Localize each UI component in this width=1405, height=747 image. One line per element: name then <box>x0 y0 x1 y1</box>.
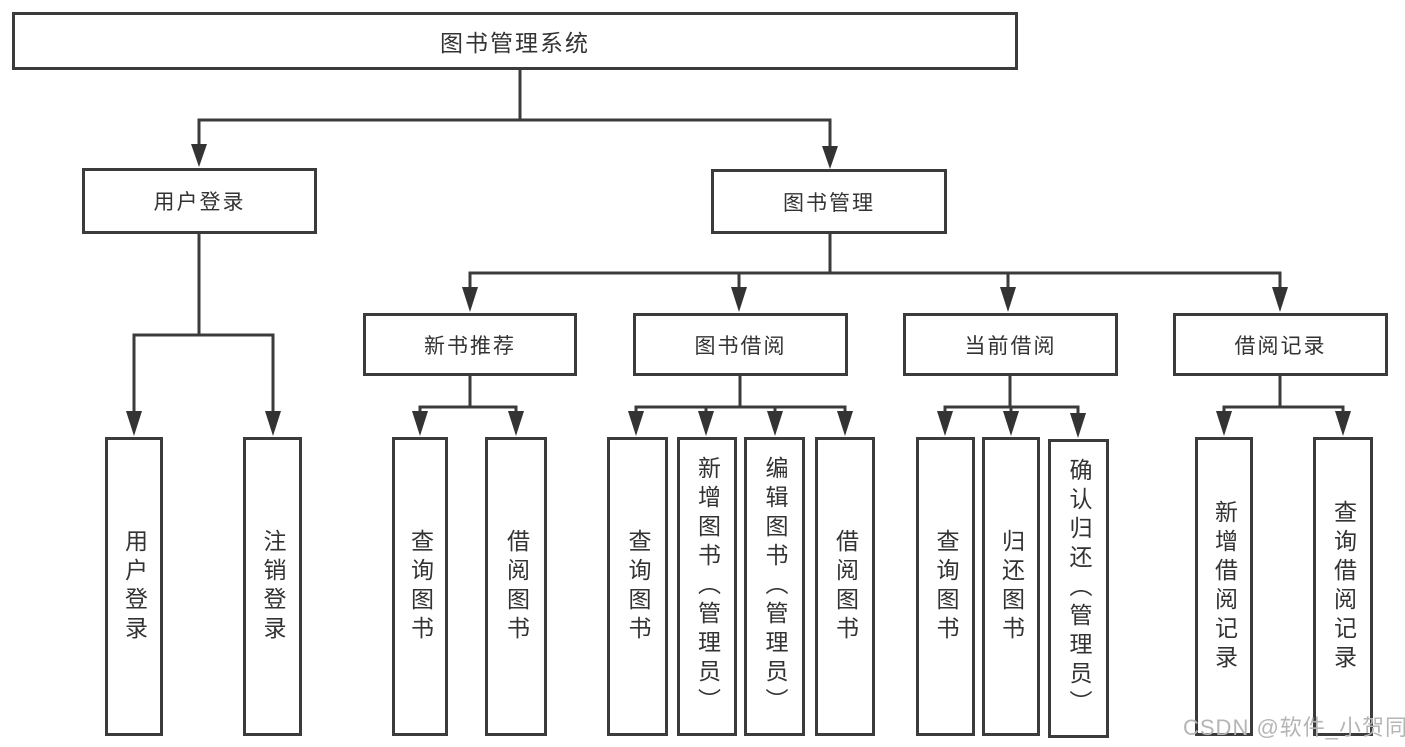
leaf-add-borrow-record: 新增借阅记录 <box>1195 437 1253 736</box>
arrowhead-leaf-borrow-book <box>837 411 853 436</box>
node-book-management: 图书管理 <box>711 169 947 234</box>
arrowhead-leaf-logout <box>265 411 281 436</box>
arrowhead-leaf-add-record <box>1216 411 1232 436</box>
arrowhead-user-login <box>191 144 207 167</box>
leaf-query-book-recommend: 查询图书 <box>392 437 448 736</box>
node-borrow-records-label: 借阅记录 <box>1234 334 1327 358</box>
connector-stems-level3 <box>468 273 1282 288</box>
node-new-book-recommend-label: 新书推荐 <box>424 334 516 358</box>
arrowhead-book-management <box>822 146 838 169</box>
connector-borrow-branch <box>634 376 847 409</box>
arrowhead-leaf-borrow-book-recommend <box>508 411 524 436</box>
arrowhead-leaf-query-record <box>1335 411 1351 436</box>
node-user-login-label: 用户登录 <box>153 191 246 214</box>
leaf-return-book-label: 归还图书 <box>998 528 1025 645</box>
leaf-add-borrow-record-label: 新增借阅记录 <box>1211 499 1238 674</box>
leaf-borrow-book-label: 借阅图书 <box>832 528 859 645</box>
connector-user-login-branch <box>132 233 275 337</box>
leaf-confirm-return-admin-label: 确认归还（管理员） <box>1066 458 1092 719</box>
leaf-query-book-borrow: 查询图书 <box>607 437 668 736</box>
leaf-return-book: 归还图书 <box>982 437 1040 736</box>
leaf-user-login-label: 用户登录 <box>121 528 148 645</box>
node-book-borrow-label: 图书借阅 <box>694 334 787 358</box>
node-root-label: 图书管理系统 <box>440 30 590 56</box>
leaf-query-borrow-record: 查询借阅记录 <box>1313 437 1373 736</box>
node-new-book-recommend: 新书推荐 <box>363 313 577 376</box>
leaf-query-book-recommend-label: 查询图书 <box>407 528 434 645</box>
arrowhead-leaf-add-book <box>698 411 714 436</box>
node-current-borrow-label: 当前借阅 <box>964 334 1057 358</box>
arrowhead-current-borrow <box>1000 287 1016 312</box>
leaf-borrow-book: 借阅图书 <box>815 437 875 736</box>
arrowhead-leaf-confirm-return <box>1070 413 1086 438</box>
arrowhead-leaf-query-book-borrow <box>628 411 644 436</box>
connector-root-to-level2 <box>197 70 832 122</box>
connector-current-branch <box>943 376 1080 409</box>
leaf-query-book-current-label: 查询图书 <box>933 528 959 645</box>
leaf-query-borrow-record-label: 查询借阅记录 <box>1330 499 1357 674</box>
connector-records-branch <box>1222 376 1345 409</box>
arrowhead-book-borrow <box>731 287 747 312</box>
leaf-edit-book-admin-label: 编辑图书（管理员） <box>762 456 788 717</box>
leaf-query-book-current: 查询图书 <box>916 437 975 736</box>
csdn-watermark: CSDN @软件_小贺同学 <box>1183 715 1405 740</box>
leaf-borrow-book-recommend: 借阅图书 <box>485 437 547 736</box>
connector-recommend-branch <box>418 376 518 409</box>
arrowhead-borrow-records <box>1272 287 1288 312</box>
node-book-management-label: 图书管理 <box>783 191 875 215</box>
leaf-edit-book-admin: 编辑图书（管理员） <box>744 437 805 736</box>
connector-stems-borrow-leaves <box>634 407 847 412</box>
leaf-logout: 注销登录 <box>243 437 302 736</box>
leaf-add-book-admin: 新增图书（管理员） <box>677 437 737 736</box>
leaf-add-book-admin-label: 新增图书（管理员） <box>694 456 721 717</box>
leaf-logout-label: 注销登录 <box>260 528 286 645</box>
node-borrow-records: 借阅记录 <box>1173 313 1388 376</box>
node-current-borrow: 当前借阅 <box>903 313 1118 376</box>
arrowhead-leaf-query-book-recommend <box>412 411 428 436</box>
arrowhead-leaf-query-book-current <box>937 411 953 436</box>
leaf-query-book-borrow-label: 查询图书 <box>625 528 651 645</box>
connector-book-management-branch <box>468 234 1282 275</box>
leaf-borrow-book-recommend-label: 借阅图书 <box>503 528 530 645</box>
arrowhead-new-book-recommend <box>462 287 478 312</box>
leaf-user-login: 用户登录 <box>105 437 163 736</box>
node-root-system: 图书管理系统 <box>12 12 1018 70</box>
arrowhead-leaf-return-book <box>1003 411 1019 436</box>
leaf-confirm-return-admin: 确认归还（管理员） <box>1048 439 1109 738</box>
arrowhead-leaf-edit-book <box>767 411 783 436</box>
arrowhead-leaf-user-login <box>126 411 142 436</box>
node-user-login: 用户登录 <box>82 168 317 234</box>
node-book-borrow: 图书借阅 <box>633 313 848 376</box>
